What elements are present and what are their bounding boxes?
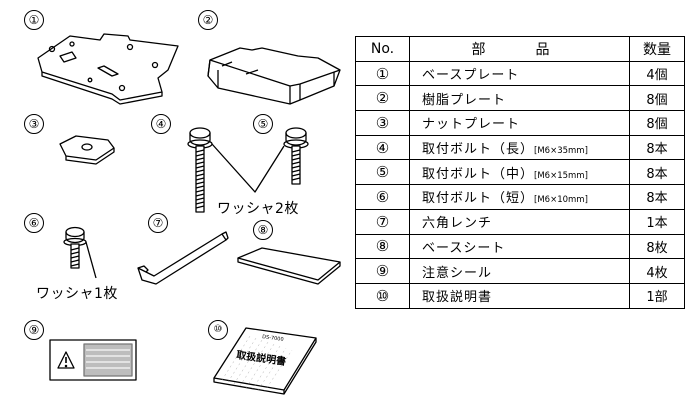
row-name: ナットプレート	[409, 110, 630, 136]
row-no: ②	[355, 85, 410, 112]
row-no: ③	[355, 110, 410, 136]
part-spec: [M6×10mm]	[534, 195, 588, 206]
row-qty: 1部	[629, 282, 685, 309]
table-row: ⑤ 取付ボルト（中）[M6×15mm] 8本	[355, 159, 685, 186]
part-name: ベースプレート	[422, 68, 520, 84]
long-bolt-drawing	[187, 127, 213, 213]
parts-illustration: DS-7000 取扱説明書	[37, 33, 341, 395]
row-name: 取扱説明書	[409, 282, 630, 309]
row-qty: 8本	[629, 159, 685, 186]
part-label-5: ⑤	[253, 114, 273, 134]
part-label-7: ⑦	[148, 213, 168, 233]
part-label-9: ⑨	[24, 320, 44, 340]
header-name: 部 品	[409, 36, 630, 62]
header-no: No.	[355, 36, 410, 62]
part-name: ナットプレート	[422, 117, 521, 133]
short-bolt-drawing	[63, 226, 97, 279]
row-no: ⑨	[355, 258, 410, 284]
part-label-8: ⑧	[253, 220, 273, 240]
part-name: ベースシート	[422, 240, 506, 256]
row-no: ⑥	[355, 184, 410, 210]
part-label-3: ③	[24, 114, 44, 134]
table-header-row: No. 部 品 数量	[355, 36, 685, 62]
part-name: 取付ボルト（長）	[422, 142, 535, 158]
row-no: ①	[355, 60, 410, 87]
row-qty: 8本	[629, 134, 685, 161]
hex-wrench-drawing	[137, 231, 229, 285]
row-name: 六角レンチ	[409, 208, 630, 235]
table-row: ⑧ ベースシート 8枚	[355, 233, 685, 260]
row-qty: 4個	[629, 60, 685, 87]
part-name: 注意シール	[422, 265, 493, 281]
row-name: 取付ボルト（短）[M6×10mm]	[409, 184, 630, 210]
table-row: ⑦ 六角レンチ 1本	[355, 208, 685, 235]
part-label-6: ⑥	[24, 213, 44, 233]
nut-plate-drawing	[59, 135, 115, 165]
parts-table: No. 部 品 数量 ① ベースプレート 4個 ② 樹脂プレート 8個 ③ ナッ…	[355, 36, 685, 309]
part-name: 取扱説明書	[422, 290, 493, 306]
row-no: ⑩	[355, 282, 410, 309]
table-row: ① ベースプレート 4個	[355, 60, 685, 87]
row-qty: 8個	[629, 110, 685, 136]
row-no: ⑦	[355, 208, 410, 235]
base-plate-drawing	[37, 33, 179, 105]
row-name: 樹脂プレート	[409, 85, 630, 112]
part-label-10: ⑩	[208, 320, 228, 340]
part-label-4: ④	[151, 114, 171, 134]
part-name: 取付ボルト（中）	[422, 166, 535, 182]
row-no: ④	[355, 134, 410, 161]
row-qty: 8枚	[629, 233, 685, 260]
row-qty: 1本	[629, 208, 685, 235]
washer-one-callout: ワッシャ1枚	[36, 286, 118, 302]
resin-plate-drawing	[207, 47, 341, 105]
part-name: 樹脂プレート	[422, 92, 507, 108]
table-row: ④ 取付ボルト（長）[M6×35mm] 8本	[355, 134, 685, 161]
washer-two-leader	[211, 143, 285, 193]
medium-bolt-drawing	[283, 127, 309, 185]
row-name: ベースシート	[409, 233, 630, 260]
part-name: 六角レンチ	[422, 216, 493, 232]
row-name: 取付ボルト（中）[M6×15mm]	[409, 159, 630, 186]
caution-sticker-drawing	[49, 339, 137, 381]
instruction-manual-drawing	[213, 327, 317, 395]
base-sheet-drawing	[237, 247, 341, 285]
washer-two-callout: ワッシャ2枚	[217, 201, 299, 217]
row-qty: 8本	[629, 184, 685, 210]
row-no: ⑤	[355, 159, 410, 186]
row-no: ⑧	[355, 233, 410, 260]
part-name: 取付ボルト（短）	[422, 191, 535, 207]
table-row: ⑨ 注意シール 4枚	[355, 258, 685, 284]
row-name: ベースプレート	[409, 60, 630, 87]
part-label-1: ①	[24, 10, 44, 30]
row-name: 注意シール	[409, 258, 630, 284]
table-row: ⑩ 取扱説明書 1部	[355, 282, 685, 309]
table-row: ⑥ 取付ボルト（短）[M6×10mm] 8本	[355, 184, 685, 210]
table-row: ② 樹脂プレート 8個	[355, 85, 685, 112]
part-spec: [M6×15mm]	[534, 170, 588, 181]
washer-one-leader	[85, 241, 97, 279]
row-name: 取付ボルト（長）[M6×35mm]	[409, 134, 630, 161]
row-qty: 8個	[629, 85, 685, 112]
manual-model-text: DS-7000	[262, 334, 284, 343]
table-row: ③ ナットプレート 8個	[355, 110, 685, 136]
part-spec: [M6×35mm]	[534, 146, 588, 157]
part-label-2: ②	[198, 10, 218, 30]
row-qty: 4枚	[629, 258, 685, 284]
header-qty: 数量	[629, 36, 685, 62]
